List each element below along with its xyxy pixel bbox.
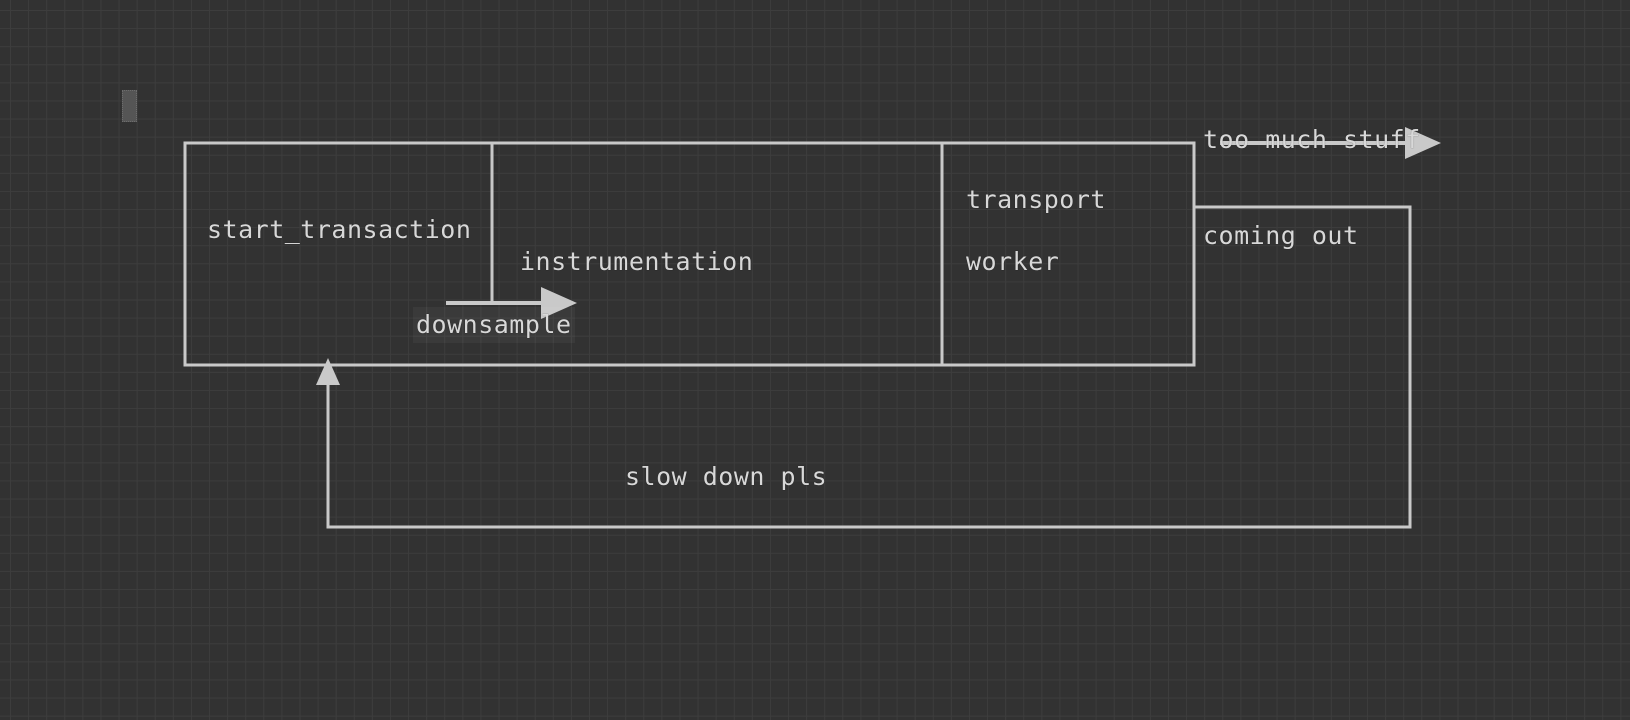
transport-worker-box[interactable] — [940, 141, 1196, 367]
label-too-much-stuff-line2: coming out — [1203, 221, 1359, 250]
slow-down-feedback-arrow — [316, 205, 1412, 529]
label-worker: worker — [966, 247, 1060, 276]
label-too-much-stuff-coming-out: too much stuff coming out — [1203, 60, 1421, 316]
label-slow-down-pls: slow down pls — [625, 462, 828, 491]
label-too-much-stuff-line1: too much stuff — [1203, 125, 1421, 154]
label-transport: transport — [966, 185, 1106, 214]
label-downsample: downsample — [413, 307, 575, 343]
text-cursor-block[interactable] — [122, 90, 137, 122]
label-instrumentation: instrumentation — [520, 247, 754, 276]
label-start-transaction: start_transaction — [207, 215, 472, 244]
